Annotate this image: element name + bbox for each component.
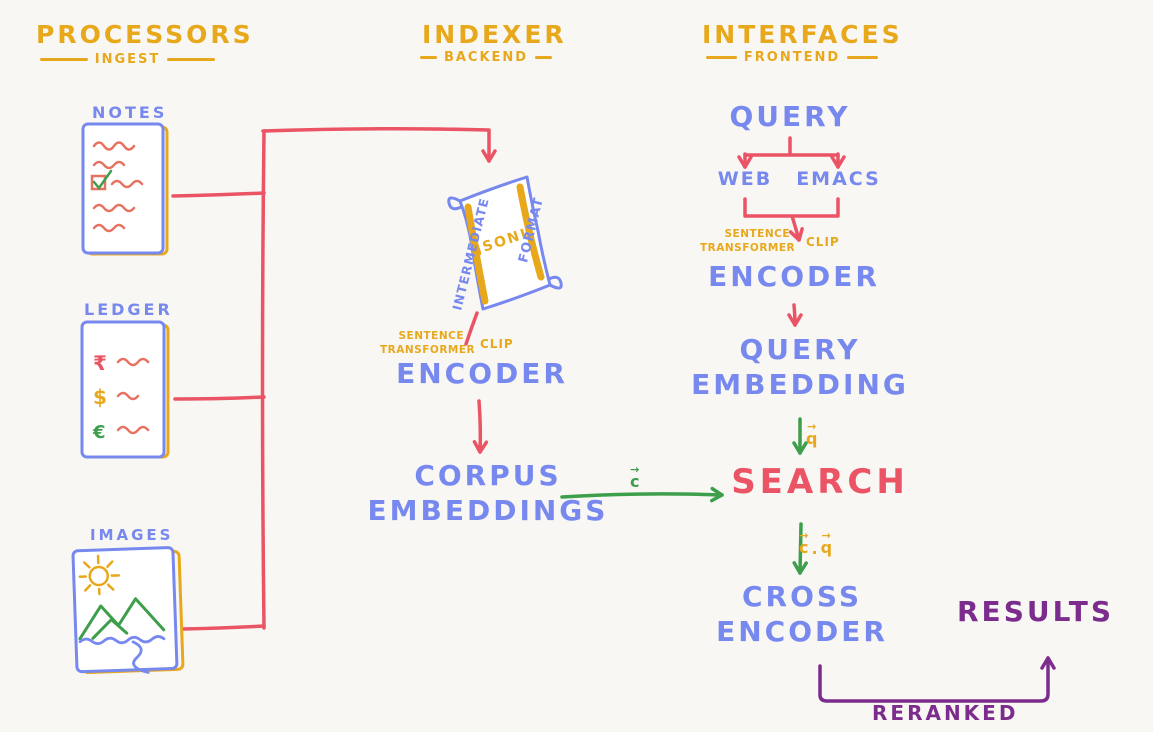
dot-operator: . xyxy=(811,539,818,558)
dot-product-label: → c . → q xyxy=(799,529,833,558)
edge-query-split xyxy=(743,136,840,157)
ledger-label: LEDGER xyxy=(84,300,173,319)
interfaces-model-label: SENTENCE TRANSFORMER CLIP xyxy=(700,228,840,255)
vector-letter: c xyxy=(630,472,640,491)
mountains-icon xyxy=(78,597,166,641)
vector-arrow-icon: → xyxy=(799,529,809,542)
web-client-node: WEB xyxy=(717,168,773,190)
results-node: RESULTS xyxy=(957,595,1115,628)
corpus-embeddings-node: CORPUS EMBEDDINGS xyxy=(367,459,609,527)
vector-letter: q xyxy=(806,429,818,448)
euro-symbol: € xyxy=(92,422,106,443)
edge-cross-encoder-to-results xyxy=(818,656,1056,703)
indexer-encoder-node: ENCODER xyxy=(396,357,568,390)
river-icon xyxy=(78,635,166,674)
sun-icon xyxy=(78,554,120,596)
query-vector-label: → q xyxy=(806,420,818,448)
interfaces-subtitle-text: FRONTEND xyxy=(743,50,841,65)
corpus-vector-label: → c xyxy=(630,463,640,491)
sentence-transformer-label: SENTENCE TRANSFORMER xyxy=(700,228,796,254)
indexer-model-label: SENTENCE TRANSFORMER CLIP xyxy=(380,330,514,357)
processors-subtitle-text: INGEST xyxy=(94,52,161,67)
ledger-paper xyxy=(80,320,166,459)
interfaces-encoder-node: ENCODER xyxy=(708,260,880,293)
query-vector-label: → q xyxy=(820,529,833,557)
subtitle-line xyxy=(167,58,215,61)
notes-checkmark-icon xyxy=(92,169,113,191)
notes-paper xyxy=(81,122,165,255)
subtitle-line xyxy=(535,56,553,59)
images-document xyxy=(71,546,185,674)
images-label: IMAGES xyxy=(90,526,174,544)
notes-scribbles xyxy=(92,141,144,233)
indexer-subtitle-text: BACKEND xyxy=(443,50,529,65)
notes-document xyxy=(81,122,169,256)
corpus-vector-label: → c xyxy=(799,529,809,557)
edge-encoder-to-query-embedding xyxy=(787,303,803,327)
indexer-title: INDEXER xyxy=(422,20,567,49)
edge-trunk-to-jsonl xyxy=(261,126,497,163)
query-node: QUERY xyxy=(729,100,851,133)
emacs-client-node: EMACS xyxy=(796,168,881,190)
subtitle-line xyxy=(847,56,878,59)
reranked-label: RERANKED xyxy=(872,701,1019,725)
rupee-symbol: ₹ xyxy=(93,351,107,375)
subtitle-line xyxy=(40,58,88,61)
indexer-subtitle: BACKEND xyxy=(420,50,553,65)
scroll-left-band xyxy=(464,203,489,305)
processors-title: PROCESSORS xyxy=(36,20,254,49)
ledger-scribble xyxy=(116,357,150,367)
vector-letter: c xyxy=(799,538,809,557)
edge-trunk xyxy=(260,129,266,630)
sentence-transformer-label: SENTENCE TRANSFORMER xyxy=(380,330,476,356)
dollar-symbol: $ xyxy=(93,385,107,409)
vector-arrow-icon: → xyxy=(821,529,831,542)
edge-encoder-to-corpus xyxy=(472,399,489,454)
vector-letter: q xyxy=(820,538,833,557)
edge-clients-merge xyxy=(743,197,840,218)
jsonl-scroll: INTERMEDIATE JSONL FORMAT xyxy=(447,175,563,312)
subtitle-line xyxy=(420,56,437,59)
scroll-bottom-curl xyxy=(547,275,563,290)
edge-notes-to-trunk xyxy=(171,191,266,198)
edge-images-to-trunk xyxy=(181,624,266,631)
query-embedding-node: QUERY EMBEDDING xyxy=(691,333,909,401)
clip-label: CLIP xyxy=(480,336,514,351)
scroll-top-curl xyxy=(447,196,463,211)
clip-label: CLIP xyxy=(806,234,840,249)
cross-encoder-node: CROSS ENCODER xyxy=(716,580,888,648)
subtitle-line xyxy=(706,56,737,59)
notes-label: NOTES xyxy=(92,103,168,122)
processors-subtitle: INGEST xyxy=(40,52,215,67)
vector-arrow-icon: → xyxy=(807,420,817,433)
interfaces-subtitle: FRONTEND xyxy=(706,50,878,65)
interfaces-title: INTERFACES xyxy=(702,20,903,49)
scroll-right-band xyxy=(516,183,545,281)
search-node: SEARCH xyxy=(731,462,909,502)
ledger-scribble xyxy=(116,391,140,401)
vector-arrow-icon: → xyxy=(630,463,640,476)
ledger-document: ₹ $ € xyxy=(80,320,170,459)
edge-ledger-to-trunk xyxy=(173,395,266,401)
ledger-scribble xyxy=(116,425,150,435)
